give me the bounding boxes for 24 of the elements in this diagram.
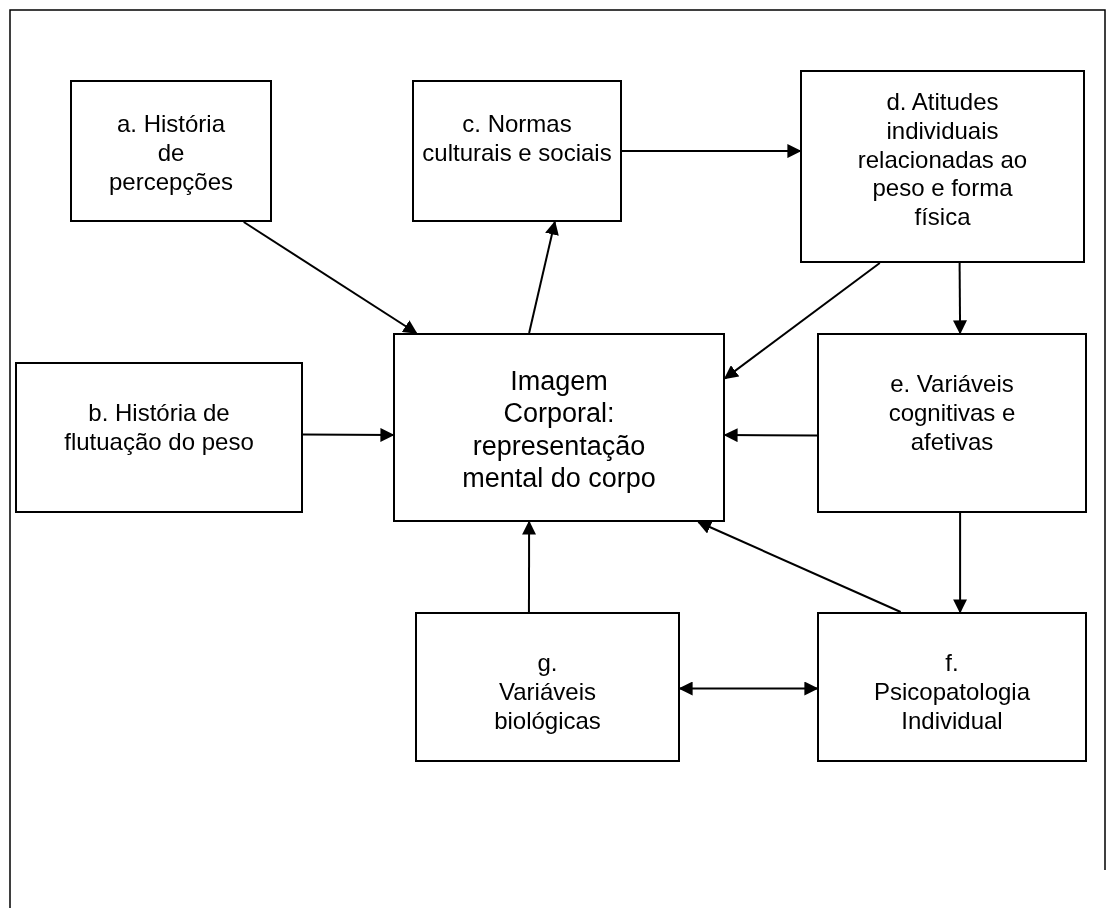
- box-label: b. História de flutuação do peso: [63, 399, 255, 457]
- arrow: [621, 144, 802, 159]
- factor-box: [817, 333, 1087, 513]
- arrow: [528, 220, 559, 334]
- box-label: e. Variáveis cognitivas e afetivas: [887, 370, 1017, 457]
- arrow: [302, 428, 395, 442]
- arrow: [953, 262, 967, 335]
- arrow: [953, 512, 968, 614]
- box-label: c. Normas culturais e sociais: [421, 110, 613, 168]
- box-label: a. História de percepções: [107, 110, 235, 197]
- arrow: [242, 221, 418, 334]
- factor-box: [817, 612, 1087, 762]
- factor-box: [15, 362, 303, 513]
- box-label: g. Variáveis biológicas: [493, 649, 602, 736]
- box-label: f. Psicopatologia Individual: [872, 649, 1032, 736]
- factor-box: [415, 612, 680, 762]
- arrow: [697, 520, 902, 613]
- box-label: d. Atitudes individuais relacionadas ao peso e forma física: [856, 88, 1029, 232]
- arrow: [522, 520, 537, 613]
- factor-box: [800, 70, 1085, 263]
- factor-box: [412, 80, 622, 222]
- central-box: [393, 333, 725, 522]
- box-label: Imagem Corporal: representação mental do corpo: [461, 365, 657, 495]
- factor-box: [70, 80, 272, 222]
